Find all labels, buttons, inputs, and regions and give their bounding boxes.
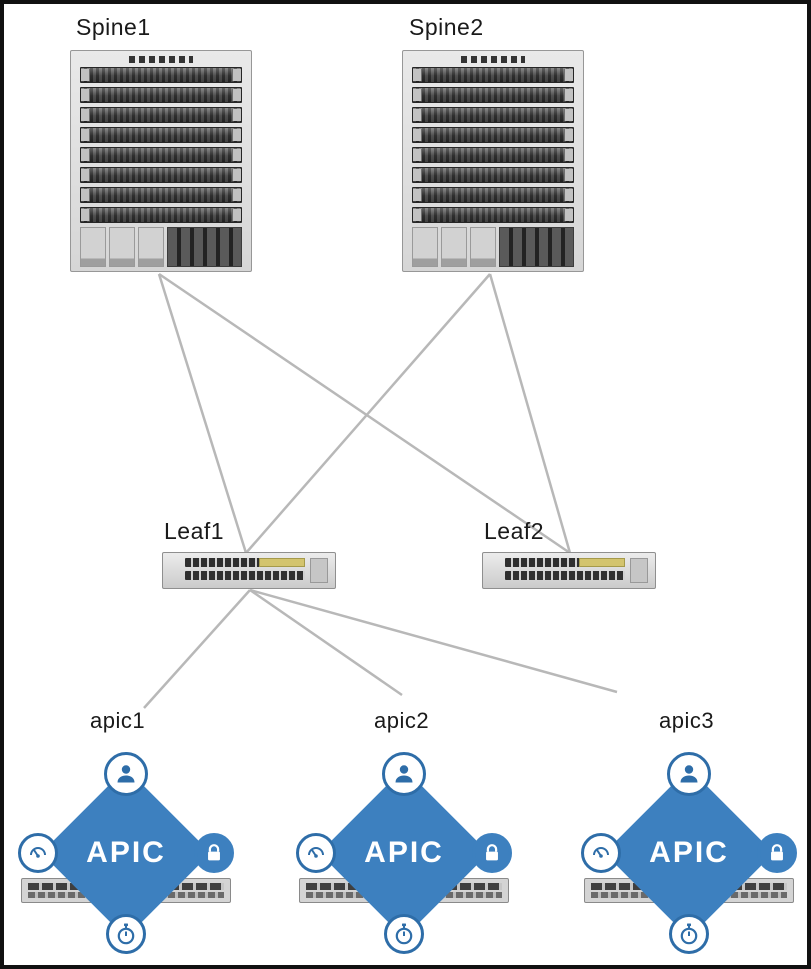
apic-diamond-label: APIC <box>649 836 729 869</box>
linecard-slot <box>80 147 242 163</box>
power-supply-module <box>412 227 438 267</box>
lock-icon <box>757 833 797 873</box>
linecard-slot <box>412 207 574 223</box>
chassis-psu-fan-section <box>412 227 574 267</box>
linecard-slot <box>80 107 242 123</box>
apic-diamond-label: APIC <box>364 836 444 869</box>
stopwatch-icon <box>669 914 709 954</box>
chassis-psu-fan-section <box>80 227 242 267</box>
apic2-node: APIC <box>292 750 516 956</box>
leaf2-switch <box>482 552 656 589</box>
switch-end-module <box>630 558 648 583</box>
apic3-node: APIC <box>577 750 801 956</box>
power-supply-module <box>109 227 135 267</box>
user-icon <box>667 752 711 796</box>
stopwatch-icon <box>384 914 424 954</box>
linecard-slot <box>412 167 574 183</box>
connection-spine2-leaf2 <box>488 273 572 554</box>
connection-leaf1-apic1 <box>143 589 251 709</box>
port-row <box>505 558 625 567</box>
leaf1-label: Leaf1 <box>164 518 225 544</box>
linecard-slot <box>80 87 242 103</box>
linecard-slot <box>412 147 574 163</box>
linecard-slot <box>412 87 574 103</box>
user-icon <box>104 752 148 796</box>
apic3-label: apic3 <box>659 708 715 733</box>
uplink-module <box>259 558 305 567</box>
linecard-slot <box>80 207 242 223</box>
linecard-slot <box>412 127 574 143</box>
chassis-vents <box>129 56 193 63</box>
lock-icon <box>194 833 234 873</box>
gauge-icon <box>18 833 58 873</box>
chassis-vents <box>461 56 525 63</box>
leaf2-label: Leaf2 <box>484 518 545 544</box>
spine1-switch <box>70 50 252 272</box>
stopwatch-icon <box>106 914 146 954</box>
spine2-switch <box>402 50 584 272</box>
power-supply-module <box>80 227 106 267</box>
connection-leaf1-apic2 <box>249 588 403 697</box>
apic2-label: apic2 <box>374 708 430 733</box>
linecard-slot <box>412 107 574 123</box>
fan-tray <box>167 227 242 267</box>
switch-end-module <box>310 558 328 583</box>
leaf1-switch <box>162 552 336 589</box>
connection-spine2-leaf1 <box>245 273 491 554</box>
user-icon <box>382 752 426 796</box>
linecard-slot <box>80 67 242 83</box>
port-row <box>505 571 625 580</box>
power-supply-module <box>470 227 496 267</box>
linecard-slot <box>80 127 242 143</box>
connection-lines <box>143 272 618 709</box>
gauge-icon <box>296 833 336 873</box>
fan-tray <box>499 227 574 267</box>
port-row <box>185 558 305 567</box>
spine1-label: Spine1 <box>76 14 151 40</box>
power-supply-module <box>138 227 164 267</box>
linecard-slot <box>412 67 574 83</box>
spine2-label: Spine2 <box>409 14 484 40</box>
lock-icon <box>472 833 512 873</box>
apic-diamond-label: APIC <box>86 836 166 869</box>
power-supply-module <box>441 227 467 267</box>
connection-leaf1-apic3 <box>249 588 618 694</box>
uplink-module <box>579 558 625 567</box>
linecard-slot <box>412 187 574 203</box>
linecard-slot <box>80 187 242 203</box>
port-row <box>185 571 305 580</box>
apic1-node: APIC <box>14 750 238 956</box>
connection-spine1-leaf2 <box>158 272 571 555</box>
gauge-icon <box>581 833 621 873</box>
linecard-slot <box>80 167 242 183</box>
connection-spine1-leaf1 <box>157 273 248 554</box>
apic1-label: apic1 <box>90 708 146 733</box>
